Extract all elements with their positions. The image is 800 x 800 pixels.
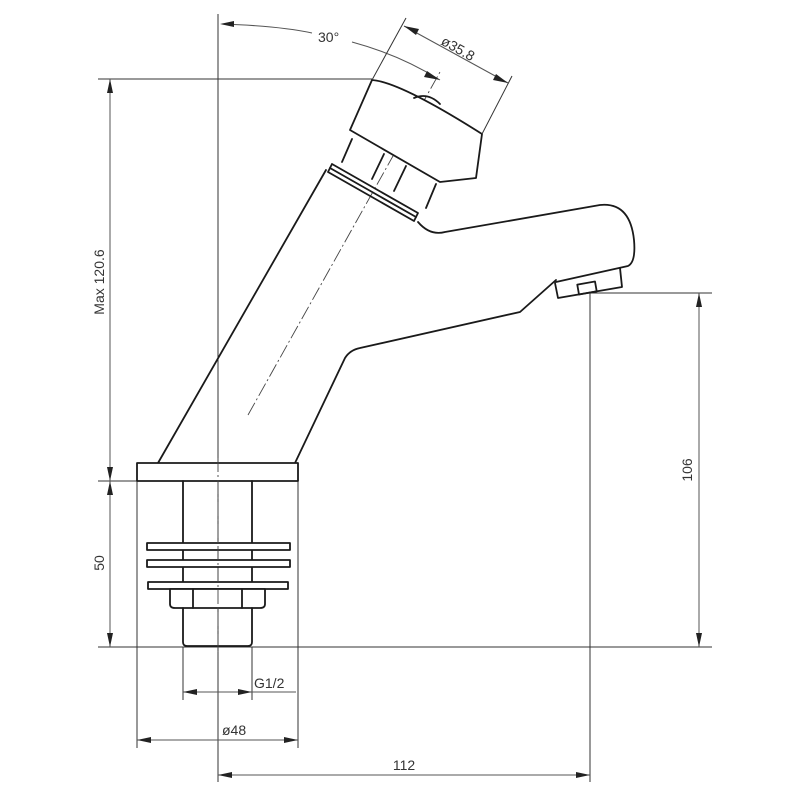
dim-thread: G1/2 [183, 675, 296, 695]
spout [417, 203, 636, 283]
extension-lines [98, 14, 712, 782]
faucet-body [157, 71, 636, 464]
dim-max-height-label: Max 120.6 [91, 249, 107, 315]
dim-max-height: Max 120.6 [91, 79, 113, 481]
push-button-head [349, 79, 483, 183]
aerator-slot [576, 280, 598, 296]
dim-base-diameter: ø48 [137, 722, 298, 743]
washer-1 [146, 542, 291, 551]
dim-reach-label: 112 [393, 757, 416, 773]
dim-thread-label: G1/2 [254, 675, 285, 691]
dim-head-diameter-label: ø35.8 [439, 33, 478, 64]
head-assembly [327, 79, 483, 222]
dim-outlet-height-label: 106 [679, 458, 695, 482]
base-plate [136, 462, 299, 482]
base-assembly [136, 458, 299, 652]
head-sleeve [341, 138, 437, 209]
dim-base-diameter-label: ø48 [222, 722, 246, 738]
hex-nut [169, 588, 266, 609]
threaded-tail [182, 607, 253, 647]
dim-outlet-height: 106 [679, 293, 702, 647]
washer-2 [146, 559, 291, 568]
dim-angle-label: 30° [318, 29, 339, 45]
dim-base-height: 50 [91, 481, 113, 647]
head-collar [327, 163, 419, 222]
dim-angle: 30° [220, 21, 441, 81]
dim-base-height-label: 50 [91, 555, 107, 571]
dim-reach: 112 [218, 757, 590, 778]
inclined-body [157, 169, 557, 464]
push-button-dome [413, 95, 441, 105]
